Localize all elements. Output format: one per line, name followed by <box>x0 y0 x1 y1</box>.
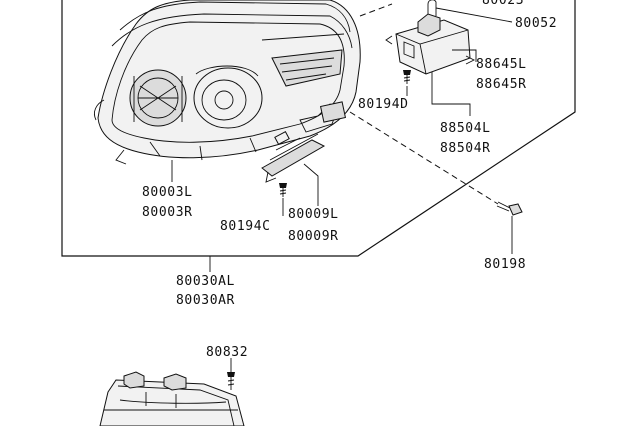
part-label-80023: 80023 <box>482 0 524 8</box>
fog-lamp-drawing <box>99 371 245 426</box>
part-label-88504r: 88504R <box>440 141 491 156</box>
bolt-80198-drawing <box>496 201 523 216</box>
ballast-unit-drawing <box>385 0 476 75</box>
part-label-80198: 80198 <box>484 257 526 272</box>
screw-80832-drawing <box>227 372 235 390</box>
part-label-80030al: 80030AL <box>176 274 235 289</box>
part-label-80009r: 80009R <box>288 229 339 244</box>
headlamp-assembly-drawing <box>93 0 361 165</box>
screw-80194c-drawing <box>279 183 287 197</box>
part-label-88645r: 88645R <box>476 77 527 92</box>
harness-bracket-drawing <box>261 130 326 183</box>
part-label-80194d: 80194D <box>358 97 409 112</box>
assembly-outline <box>61 0 576 257</box>
part-label-80194c: 80194C <box>220 219 271 234</box>
part-label-80052: 80052 <box>515 16 557 31</box>
part-label-80003l: 80003L <box>142 185 193 200</box>
part-label-80030ar: 80030AR <box>176 293 235 308</box>
part-label-88645l: 88645L <box>476 57 527 72</box>
screw-80194d-drawing <box>403 70 411 84</box>
part-label-80003r: 80003R <box>142 205 193 220</box>
part-label-80832: 80832 <box>206 345 248 360</box>
part-label-88504l: 88504L <box>440 121 491 136</box>
part-label-80009l: 80009L <box>288 207 339 222</box>
leader-lines <box>171 3 513 372</box>
